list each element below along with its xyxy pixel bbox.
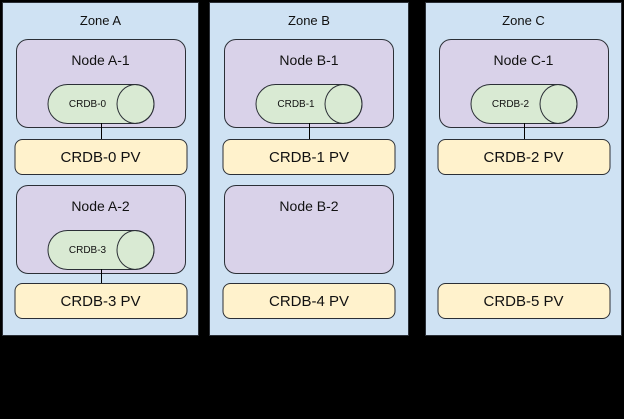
- database-cylinder-label: CRDB-0: [68, 98, 107, 110]
- persistent-volume-crdb-4: CRDB-4 PV: [222, 283, 396, 319]
- zone-c: Zone C Node C-1 CRDB-2 CRDB-2 PV CRDB-5 …: [425, 2, 622, 336]
- connector-node-c1-to-pv: [523, 123, 525, 139]
- node-b1-title: Node B-1: [279, 52, 339, 68]
- node-b2: Node B-2: [224, 185, 394, 274]
- cylinder-end-cap: [324, 84, 363, 124]
- connector-node-b1-to-pv: [309, 123, 310, 139]
- database-cylinder-crdb-3: CRDB-3: [47, 230, 154, 270]
- zone-b: Zone B Node B-1 CRDB-1 CRDB-1 PV Node B-…: [209, 2, 409, 336]
- node-a1-title: Node A-1: [71, 52, 130, 68]
- zone-c-title: Zone C: [502, 13, 545, 28]
- node-b2-title: Node B-2: [279, 198, 339, 214]
- persistent-volume-crdb-5: CRDB-5 PV: [437, 283, 610, 319]
- node-b1: Node B-1 CRDB-1: [224, 39, 394, 128]
- zone-a-title: Zone A: [79, 13, 122, 28]
- cylinder-end-cap: [116, 230, 154, 270]
- node-a2: Node A-2 CRDB-3: [15, 185, 186, 274]
- persistent-volume-crdb-3: CRDB-3 PV: [14, 283, 187, 319]
- connector-node-a1-to-pv: [100, 123, 102, 139]
- zone-a: Zone A Node A-1 CRDB-0 CRDB-0 PV Node A-…: [2, 2, 199, 336]
- node-c1: Node C-1 CRDB-2: [438, 39, 609, 128]
- persistent-volume-crdb-0: CRDB-0 PV: [14, 139, 187, 175]
- database-cylinder-label: CRDB-3: [68, 244, 107, 256]
- connector-node-a2-to-pv: [100, 269, 102, 283]
- database-cylinder-crdb-1: CRDB-1: [255, 84, 363, 124]
- database-cylinder-crdb-2: CRDB-2: [470, 84, 577, 124]
- database-cylinder-label: CRDB-1: [277, 98, 315, 110]
- cylinder-end-cap: [116, 84, 154, 124]
- database-cylinder-label: CRDB-2: [491, 98, 530, 110]
- node-a2-title: Node A-2: [71, 198, 130, 214]
- node-a1: Node A-1 CRDB-0: [15, 39, 186, 128]
- database-cylinder-crdb-0: CRDB-0: [47, 84, 154, 124]
- zone-b-title: Zone B: [288, 13, 330, 28]
- persistent-volume-crdb-1: CRDB-1 PV: [222, 139, 396, 175]
- cylinder-end-cap: [539, 84, 577, 124]
- persistent-volume-crdb-2: CRDB-2 PV: [437, 139, 610, 175]
- node-c1-title: Node C-1: [493, 52, 554, 68]
